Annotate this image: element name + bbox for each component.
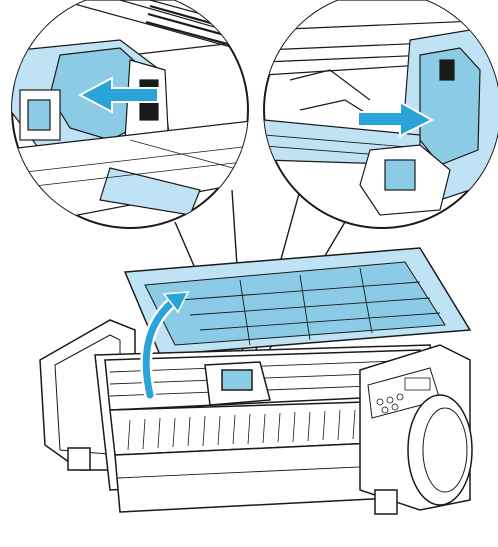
top-cover <box>123 247 472 356</box>
left-detail-callout <box>11 0 249 229</box>
printer <box>39 247 473 515</box>
curved-up-arrow-icon <box>140 291 190 401</box>
right-arrow-icon <box>357 100 435 138</box>
left-arrow-icon <box>77 76 159 114</box>
right-detail-callout <box>263 0 498 229</box>
